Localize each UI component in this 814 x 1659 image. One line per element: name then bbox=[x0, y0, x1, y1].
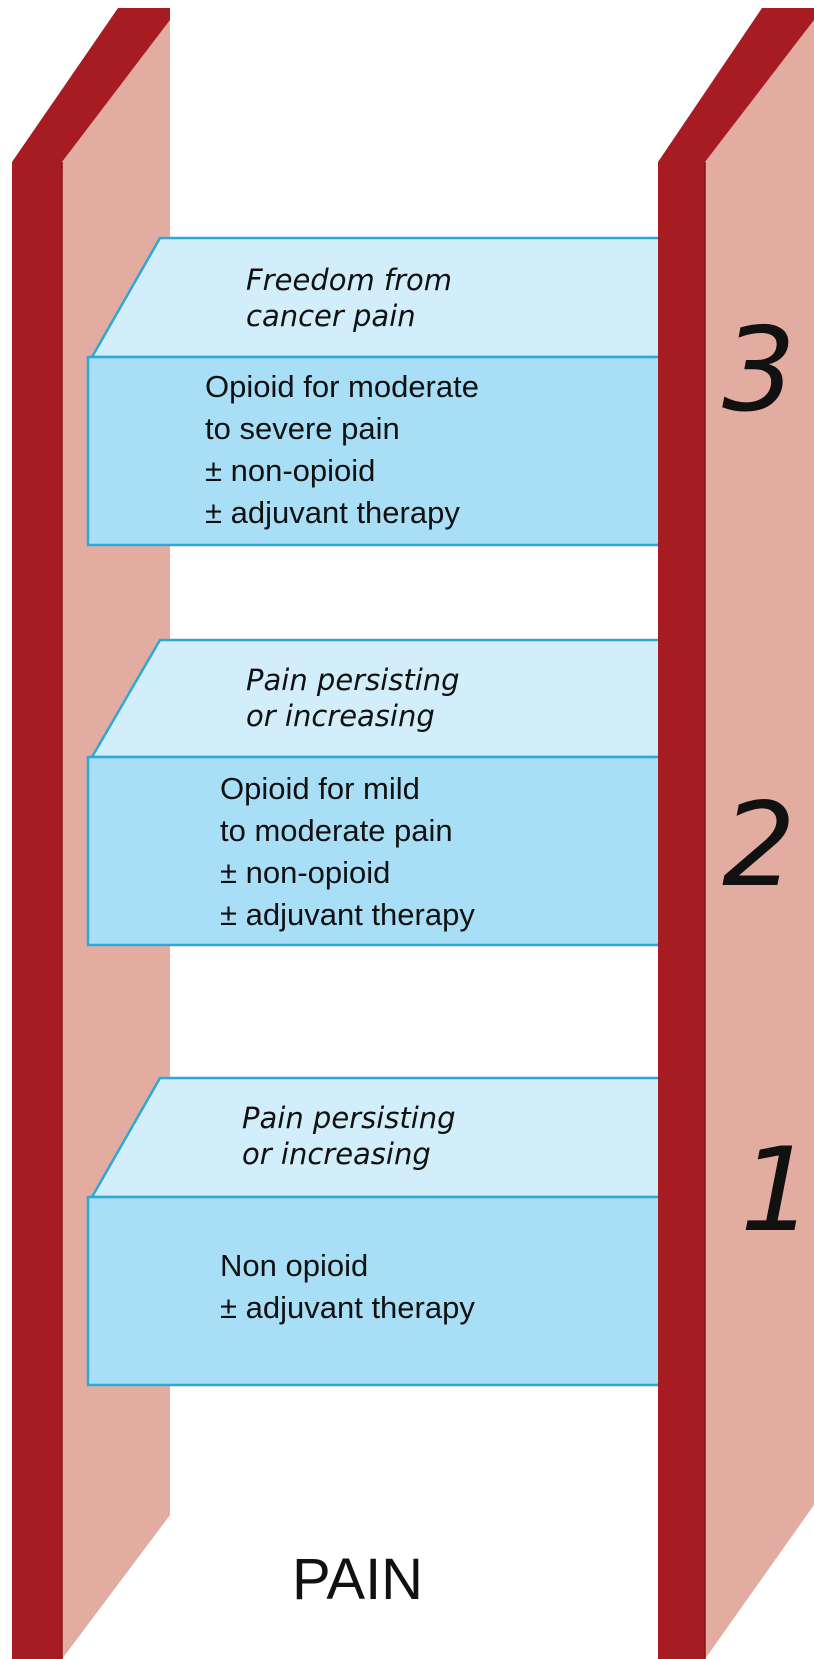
step-1-body-line-1: Non opioid bbox=[220, 1248, 368, 1283]
step-2-heading-line-2: or increasing bbox=[246, 699, 435, 733]
step-3-number: 3 bbox=[722, 303, 796, 438]
step-2-body-line-2: to moderate pain bbox=[220, 813, 453, 848]
step-1-heading-line-2: or increasing bbox=[242, 1137, 431, 1171]
step-3-heading-line-2: cancer pain bbox=[246, 299, 416, 333]
step-2-body-line-3: ± non-opioid bbox=[220, 855, 390, 890]
step-3-rung-top bbox=[92, 238, 660, 357]
step-3-body-line-3: ± non-opioid bbox=[205, 453, 375, 488]
step-3-body-line-4: ± adjuvant therapy bbox=[205, 495, 460, 530]
step-2-body-line-4: ± adjuvant therapy bbox=[220, 897, 475, 932]
step-3-body-line-2: to severe pain bbox=[205, 411, 400, 446]
right-rail-front bbox=[658, 162, 705, 1659]
step-2-heading-line-1: Pain persisting bbox=[246, 663, 460, 697]
step-2-body-line-1: Opioid for mild bbox=[220, 771, 420, 806]
step-3-heading-line-1: Freedom from bbox=[246, 263, 452, 297]
step-2-rung: Pain persisting or increasing Opioid for… bbox=[88, 640, 663, 945]
step-1-heading-line-1: Pain persisting bbox=[242, 1101, 456, 1135]
step-3-body-line-1: Opioid for moderate bbox=[205, 369, 479, 404]
step-1-body-line-2: ± adjuvant therapy bbox=[220, 1290, 475, 1325]
pain-label: PAIN bbox=[292, 1547, 423, 1612]
step-3-rung: Freedom from cancer pain Opioid for mode… bbox=[88, 238, 663, 545]
step-2-number: 2 bbox=[722, 778, 796, 913]
left-rail-front bbox=[12, 162, 62, 1659]
step-1-rung: Pain persisting or increasing Non opioid… bbox=[88, 1078, 663, 1385]
step-1-number: 1 bbox=[740, 1123, 814, 1258]
